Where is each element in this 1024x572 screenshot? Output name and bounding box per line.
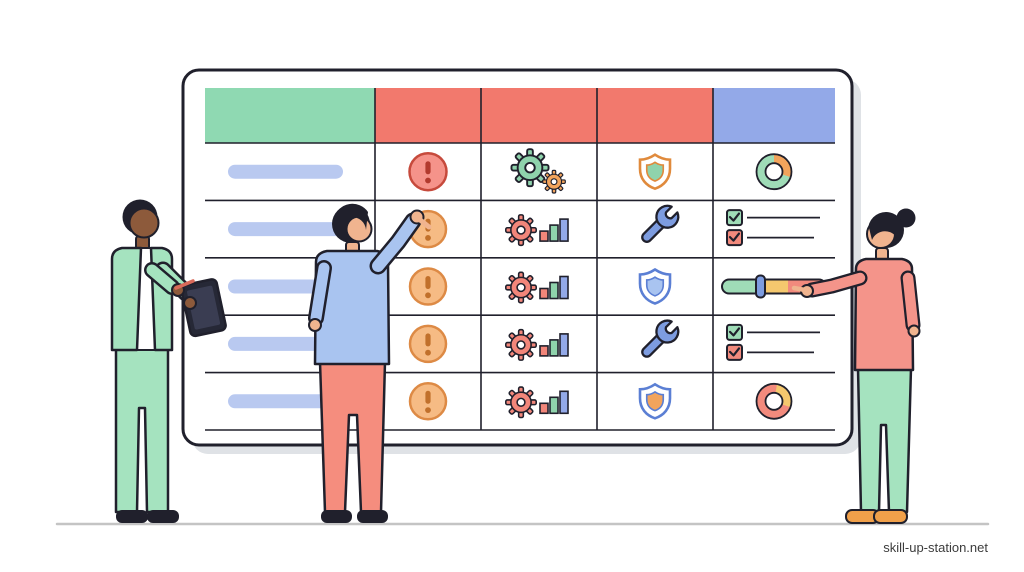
arm <box>902 272 919 331</box>
header-cell-result <box>713 88 835 143</box>
shield-icon <box>640 384 670 418</box>
shoe <box>147 510 179 523</box>
shoe <box>357 510 388 523</box>
shield-icon <box>640 270 670 304</box>
alert-icon <box>408 324 448 364</box>
person-pointing-at-slider <box>791 208 921 524</box>
pointing-finger <box>791 285 808 293</box>
alert-icon <box>408 151 448 192</box>
arm <box>310 262 330 324</box>
header-row <box>205 88 835 143</box>
alert-icon <box>408 382 448 421</box>
face <box>345 215 373 243</box>
alert-icon <box>408 267 448 306</box>
row-label-bar <box>228 279 336 294</box>
row-label-bar <box>228 222 348 237</box>
arm <box>372 215 419 272</box>
face <box>128 207 160 239</box>
header-cell-action <box>597 88 713 143</box>
person-pointing-at-alert <box>308 203 432 523</box>
shoe <box>873 509 908 524</box>
hair-front <box>869 213 902 240</box>
header-cell-status <box>375 88 481 143</box>
hand <box>308 318 322 332</box>
shoe <box>321 510 352 523</box>
jacket-panel <box>110 246 143 352</box>
header-cell-analysis <box>481 88 597 143</box>
arm <box>806 272 866 296</box>
pointing-finger <box>416 216 432 230</box>
pen <box>174 279 195 290</box>
pants <box>114 346 170 514</box>
header-cell-topic <box>205 88 375 143</box>
row-label-bar <box>228 394 340 409</box>
hair-front <box>334 203 368 232</box>
arm <box>146 264 178 293</box>
hand <box>907 324 921 338</box>
top <box>853 257 915 372</box>
shield-icon <box>640 155 670 189</box>
watermark: skill-up-station.net <box>883 540 988 555</box>
person-presenter-with-tablet <box>110 199 227 523</box>
row-label-bar <box>228 164 343 179</box>
hand <box>183 296 197 310</box>
shoe <box>116 510 148 523</box>
tablet <box>180 278 227 338</box>
pants <box>856 366 913 514</box>
